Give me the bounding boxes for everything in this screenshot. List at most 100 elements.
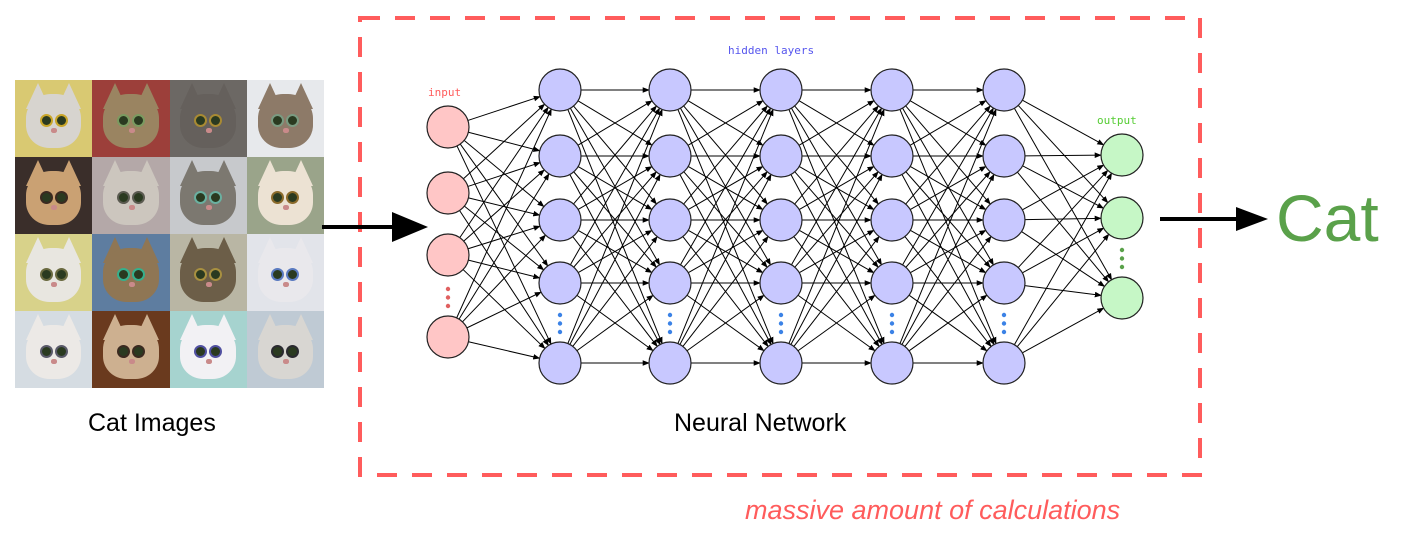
input-node [426,233,470,277]
cat-image-tile [169,234,247,311]
cat-nose [205,281,212,287]
connection-edge [456,145,552,345]
cat-eye [286,113,300,127]
cat-nose [205,204,212,210]
cat-nose [51,127,58,133]
cat-image-tile [246,234,324,311]
hidden-ellipsis-dot [778,312,784,318]
hidden-layers-label: hidden layers [728,44,815,57]
hidden-node [982,261,1026,305]
connection-edge [909,165,987,211]
cat-eye [286,190,300,204]
connection-edge [577,166,653,210]
connection-edge [680,107,771,266]
output-ellipsis-dot [1119,264,1125,270]
connection-edge [576,294,654,352]
cat-eye [116,344,130,358]
connection-edge [788,108,885,344]
input-node [426,315,470,359]
result-label: Cat [1276,181,1379,255]
cat-eye [194,267,208,281]
cat-face [25,324,82,379]
neural-network-dashed-box [358,16,1202,477]
cat-face [25,93,82,148]
cat-eye [39,267,53,281]
cat-image-tile [15,234,93,311]
connection-edge [910,229,987,274]
cat-eye [131,113,145,127]
hidden-node [982,198,1026,242]
hidden-ellipsis-dot [1001,329,1007,335]
hidden-node [870,261,914,305]
hidden-node [982,341,1026,385]
connection-edge [577,230,653,273]
connection-edge [463,103,546,180]
cat-image-tile [15,157,93,234]
hidden-ellipsis-dot [667,321,673,326]
connection-edge [467,225,541,250]
connection-edge [462,234,546,323]
connection-edge [1024,152,1102,159]
hidden-node [648,198,692,242]
cat-image-tile [246,80,324,157]
connection-edge [569,173,661,345]
connection-edge [463,140,545,208]
cat-nose [128,358,135,364]
cat-face [25,247,82,302]
cat-image-tile [15,311,93,388]
hidden-node [648,341,692,385]
connection-edge [1022,99,1105,146]
cat-eye [54,190,68,204]
cat-face [103,170,159,225]
cat-eye [286,267,300,281]
cat-eye [271,113,285,127]
cat-eye [39,113,53,127]
connection-edge [572,236,658,347]
cat-eye [194,190,208,204]
cat-eye [54,113,68,127]
cat-eye [39,190,53,204]
input-arrow-icon [392,212,428,242]
cat-image-tile [169,80,247,157]
connection-edge [459,106,549,238]
hidden-node [759,261,803,305]
connection-edge [688,229,764,274]
cat-nose [205,358,212,364]
hidden-node [538,198,582,242]
cat-eye [271,190,285,204]
connection-edge [1022,307,1105,354]
connection-edge [1017,171,1110,283]
output-label: output [1097,114,1137,127]
cat-face [103,93,159,148]
connection-edge [794,105,879,205]
cat-nose [283,127,290,133]
connection-edge [791,107,882,266]
connection-edge [905,171,991,268]
output-ellipsis-dot [1119,247,1125,253]
hidden-ellipsis-dot [778,321,784,326]
output-ellipsis-dot [1119,256,1125,261]
cat-nose [128,281,135,287]
cat-nose [128,204,135,210]
cat-eye [271,344,285,358]
hidden-ellipsis-dot [889,321,895,326]
connection-edge [794,171,879,268]
hidden-ellipsis-dot [1001,321,1007,326]
hidden-node [870,134,914,178]
connection-edge [468,341,541,360]
cat-image-tile [92,157,170,234]
hidden-ellipsis-dot [1001,312,1007,318]
connection-edge [1013,172,1113,345]
connection-edge [458,173,550,320]
connection-edge [899,108,997,344]
connection-edge [686,294,765,352]
hidden-node [982,134,1026,178]
connection-edge [687,100,764,146]
cat-face [103,247,159,302]
cat-face [257,93,314,148]
input-label: input [428,86,462,99]
cat-eye [271,267,285,281]
neural-network-caption: Neural Network [674,409,847,437]
hidden-node [759,341,803,385]
